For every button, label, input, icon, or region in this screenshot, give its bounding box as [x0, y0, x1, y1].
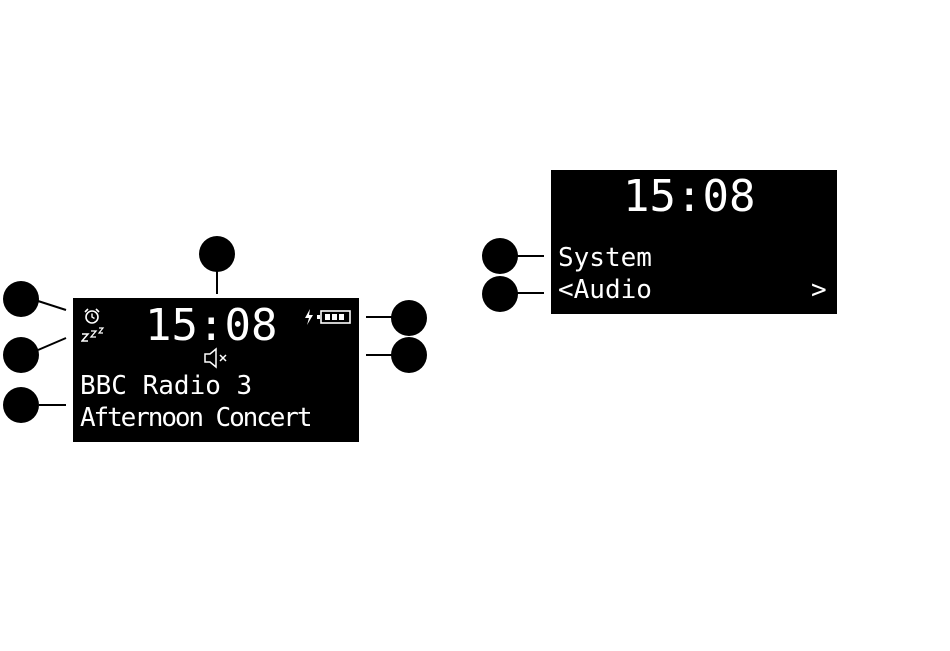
callout-marker-battery: [391, 300, 427, 336]
callout-line-battery: [366, 316, 393, 318]
callout-marker-mute: [391, 337, 427, 373]
callout-marker-text: [3, 387, 39, 423]
menu-title: System: [558, 242, 652, 274]
clock-time: 15:08: [623, 172, 755, 222]
callout-line-mute: [366, 354, 393, 356]
menu-item-audio: <Audio: [558, 274, 652, 306]
next-arrow-icon: >: [811, 274, 827, 306]
callout-line-text: [39, 404, 66, 406]
callout-marker-menu-item: [482, 276, 518, 312]
callout-marker-menu-title: [482, 238, 518, 274]
callout-line-menu-title: [517, 255, 544, 257]
callout-marker-snooze: [3, 337, 39, 373]
callout-line-menu-item: [517, 292, 544, 294]
radio-display-menu: 15:08 System <Audio >: [551, 170, 837, 314]
